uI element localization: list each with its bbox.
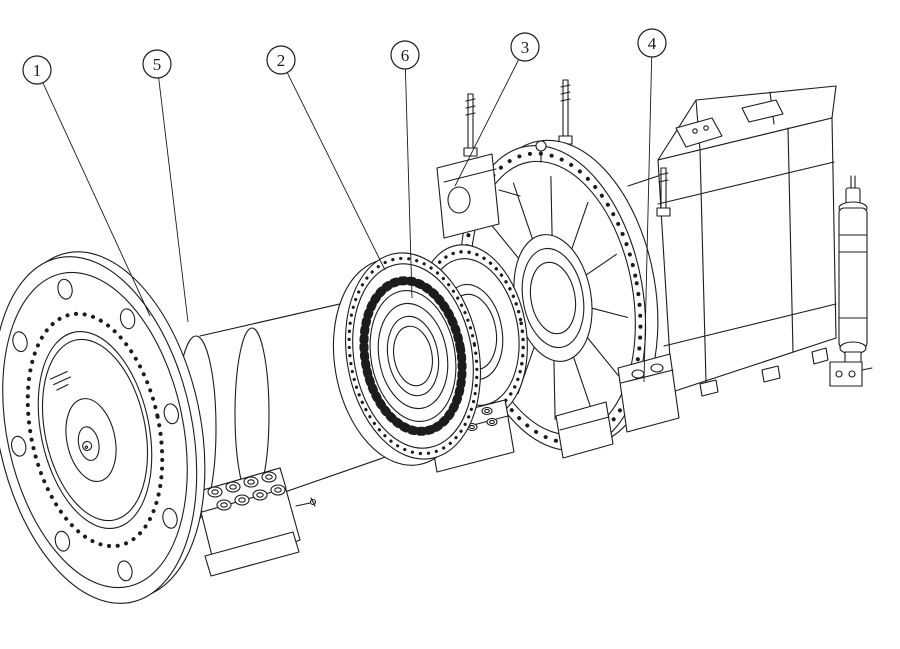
callout-number: 4 [648,34,657,53]
grease-fitting [295,497,317,507]
callout-balloon [510,32,540,62]
housing-lug-top [436,153,521,239]
callout-leader-line [643,56,653,383]
stud-bolt-right [656,167,671,217]
bearing-rollers [359,276,467,436]
front-pedestal [195,467,317,577]
top-hatch [741,99,784,123]
callout-number: 3 [521,38,530,57]
stud-bolt-left [463,93,478,157]
callout-balloon [22,55,52,85]
callout-leader-line [158,77,189,323]
callout-number: 6 [401,46,410,65]
flange-hub [65,398,117,482]
callout-balloon [266,45,296,75]
callout-leader-line [454,59,520,187]
pedestal-bolts [207,471,286,511]
lifting-eye [535,140,547,163]
pedestal-base [204,531,300,577]
junction-box [675,117,723,148]
callout-balloon [390,40,420,70]
callout-layer: 1 5 2 6 3 4 [22,28,667,383]
callout-leader-line [286,72,386,271]
main-flange-disc [0,251,206,604]
flange-small-hole-circle [25,311,165,549]
callout-number: 5 [153,55,162,74]
housing-foot-left [555,401,614,459]
callout-balloon [142,49,172,79]
callout-number: 2 [277,51,286,70]
bearing-bolt-circle [347,256,479,456]
callout-number: 1 [33,61,42,80]
stud-bolt-center [558,79,573,145]
housing-foot-right [617,353,680,433]
main-bearing [332,252,482,466]
accumulator-cylinder [829,175,873,387]
callout-leader-line [42,82,151,317]
flange-bolt-holes [10,278,180,582]
flange-stamp-marks [49,370,71,391]
generator-housing [657,85,837,397]
callout-balloon [637,28,667,58]
callout-leader-line [404,68,413,299]
